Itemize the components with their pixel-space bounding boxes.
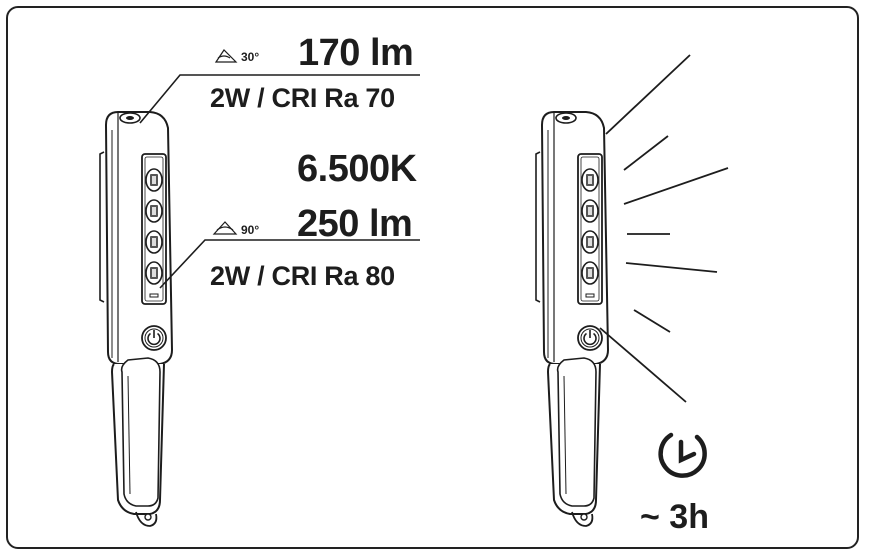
flood-power: 2W / CRI Ra 80 <box>210 261 395 291</box>
flood-angle: 90° <box>241 223 260 237</box>
light-rays <box>599 54 729 403</box>
leader-lines <box>139 74 420 289</box>
beam-angle-icon <box>214 49 238 63</box>
runtime-label: ~ 3h <box>640 498 709 536</box>
spot-lumen: 170 lm <box>298 32 414 74</box>
color-temperature: 6.500K <box>297 148 417 190</box>
worklight-left <box>99 111 173 527</box>
clock-icon <box>658 432 707 478</box>
diagram-frame <box>6 6 859 549</box>
flood-lumen: 250 lm <box>297 203 413 245</box>
spot-angle: 30° <box>241 50 260 64</box>
spot-power: 2W / CRI Ra 70 <box>210 83 395 113</box>
worklight-right <box>535 111 609 527</box>
beam-angle-icon <box>212 221 238 235</box>
